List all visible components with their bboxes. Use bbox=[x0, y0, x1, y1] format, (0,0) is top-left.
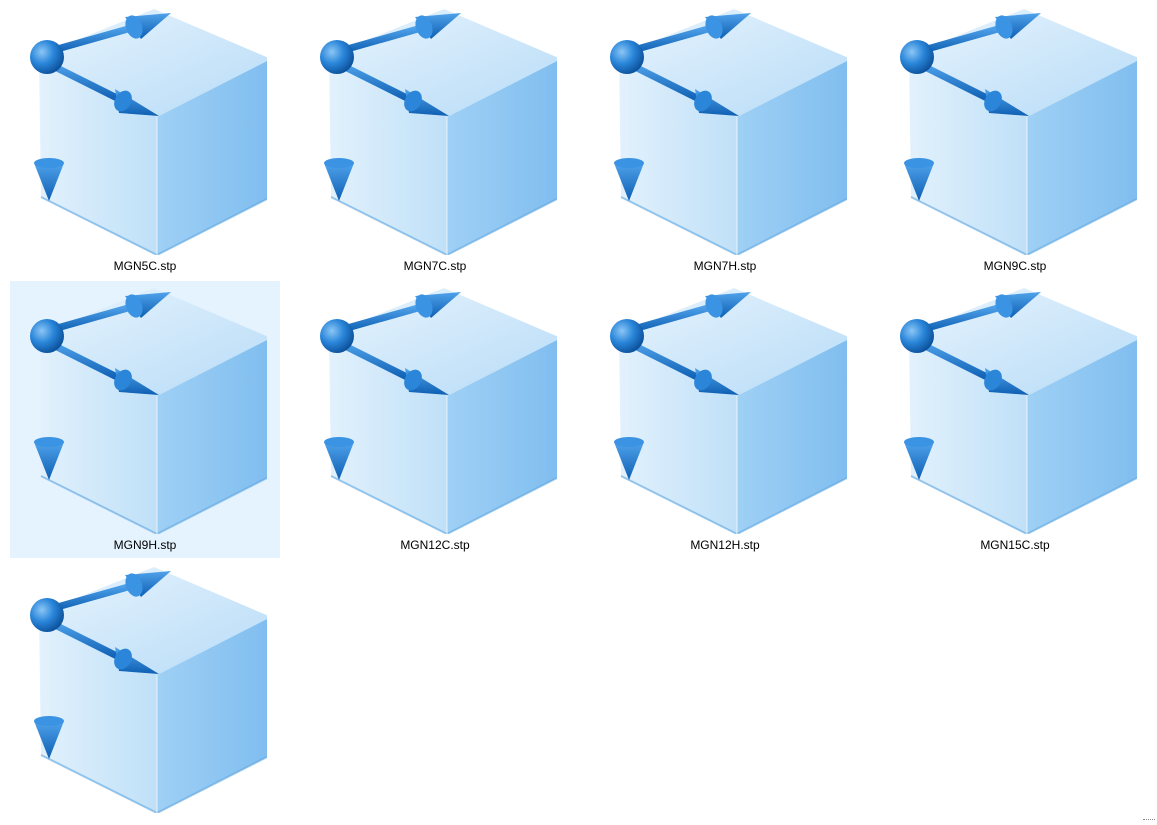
file-name-label: MGN12C.stp bbox=[400, 538, 470, 552]
stp-3d-model-icon bbox=[309, 5, 557, 255]
stp-3d-model-icon bbox=[19, 563, 267, 813]
file-name-label: MGN12H.stp bbox=[690, 538, 760, 552]
stp-3d-model-icon bbox=[599, 5, 847, 255]
file-name-label: MGN7H.stp bbox=[693, 259, 757, 273]
file-item[interactable]: MGN7C.stp bbox=[300, 2, 570, 279]
file-item[interactable]: MGN5C.stp bbox=[10, 2, 280, 279]
stp-3d-model-icon bbox=[889, 284, 1137, 534]
stp-3d-model-icon bbox=[889, 5, 1137, 255]
stp-3d-model-icon bbox=[19, 284, 267, 534]
file-item[interactable]: MGN9H.stp bbox=[10, 281, 280, 558]
file-item[interactable]: MGN9C.stp bbox=[880, 2, 1150, 279]
stp-3d-model-icon bbox=[19, 5, 267, 255]
file-name-label: MGN7C.stp bbox=[403, 259, 467, 273]
file-name-label: MGN5C.stp bbox=[113, 259, 177, 273]
stp-3d-model-icon bbox=[599, 284, 847, 534]
file-name-label: MGN9H.stp bbox=[113, 538, 177, 552]
file-item[interactable]: MGN12C.stp bbox=[300, 281, 570, 558]
file-item[interactable] bbox=[10, 560, 280, 825]
stp-3d-model-icon bbox=[309, 284, 557, 534]
file-name-label: MGN15C.stp bbox=[980, 538, 1050, 552]
file-item[interactable]: MGN12H.stp bbox=[590, 281, 860, 558]
file-item[interactable]: MGN7H.stp bbox=[590, 2, 860, 279]
file-item[interactable]: MGN15C.stp bbox=[880, 281, 1150, 558]
resize-grip[interactable] bbox=[1143, 819, 1155, 823]
file-name-label: MGN9C.stp bbox=[983, 259, 1047, 273]
